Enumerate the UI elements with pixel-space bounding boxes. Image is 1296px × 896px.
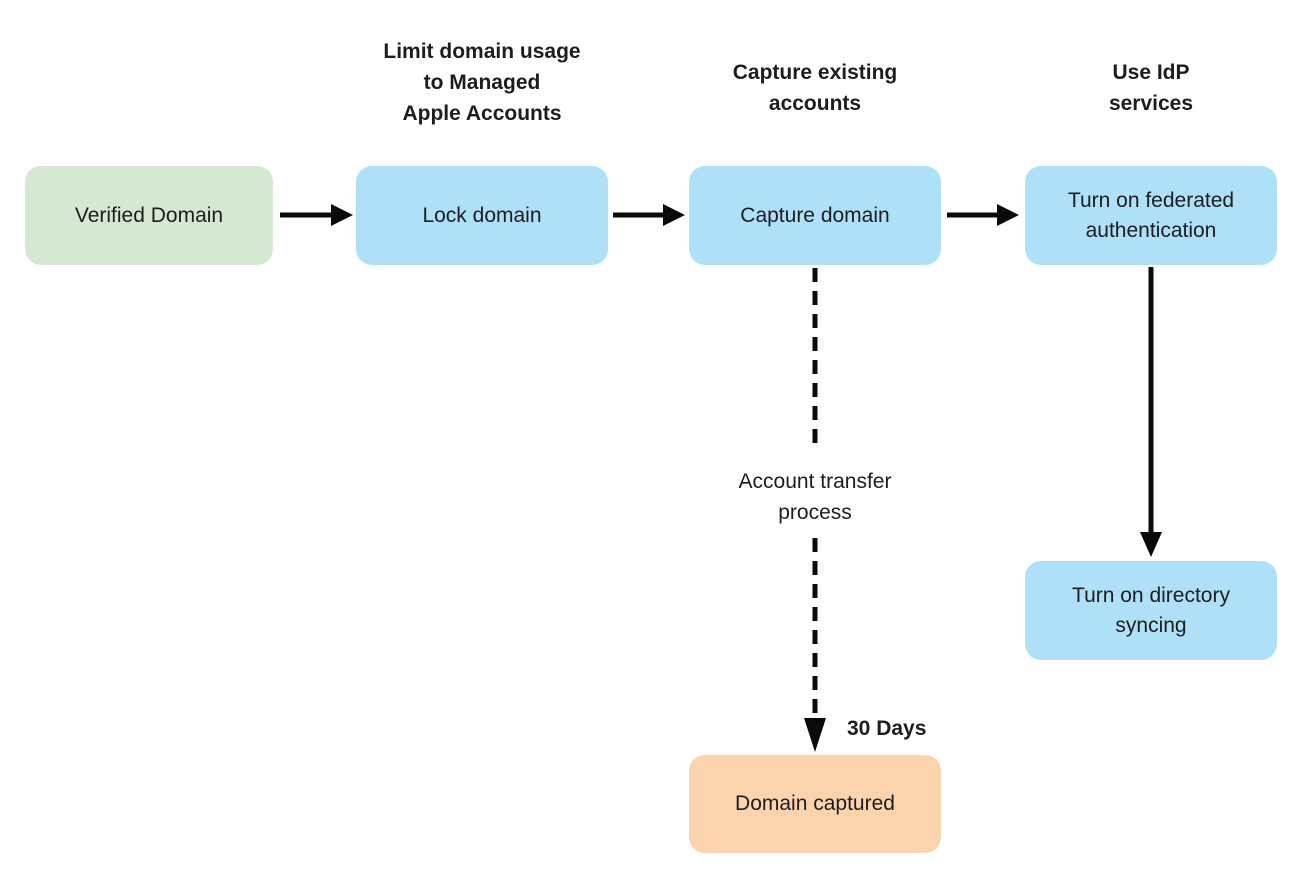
- node-turn-on-directory-syncing: Turn on directory syncing: [1025, 561, 1277, 660]
- node-domain-captured: Domain captured: [689, 755, 941, 853]
- label-limit-domain-usage: Limit domain usage to Managed Apple Acco…: [383, 40, 581, 125]
- arrowhead-right-icon: [331, 204, 353, 226]
- arrow-lock-to-capture: [613, 204, 685, 226]
- node-lock-domain: Lock domain: [356, 166, 608, 265]
- arrowhead-down-icon: [804, 718, 826, 752]
- label-account-transfer-process: Account transfer process: [738, 470, 892, 524]
- label-use-idp-services: Use IdP services: [1108, 61, 1194, 115]
- arrowhead-right-icon: [997, 204, 1019, 226]
- node-turn-on-federated-authentication: Turn on federated authentication: [1025, 166, 1277, 265]
- arrowhead-down-icon: [1140, 532, 1162, 557]
- label-30-days: 30 Days: [847, 717, 927, 740]
- arrow-federated-to-directory: [1140, 267, 1162, 557]
- node-verified-domain: Verified Domain: [25, 166, 273, 265]
- arrow-verified-to-lock: [280, 204, 353, 226]
- node-capture-domain: Capture domain: [689, 166, 941, 265]
- arrowhead-right-icon: [663, 204, 685, 226]
- label-capture-existing-accounts: Capture existing accounts: [732, 61, 898, 115]
- arrow-capture-to-federated: [947, 204, 1019, 226]
